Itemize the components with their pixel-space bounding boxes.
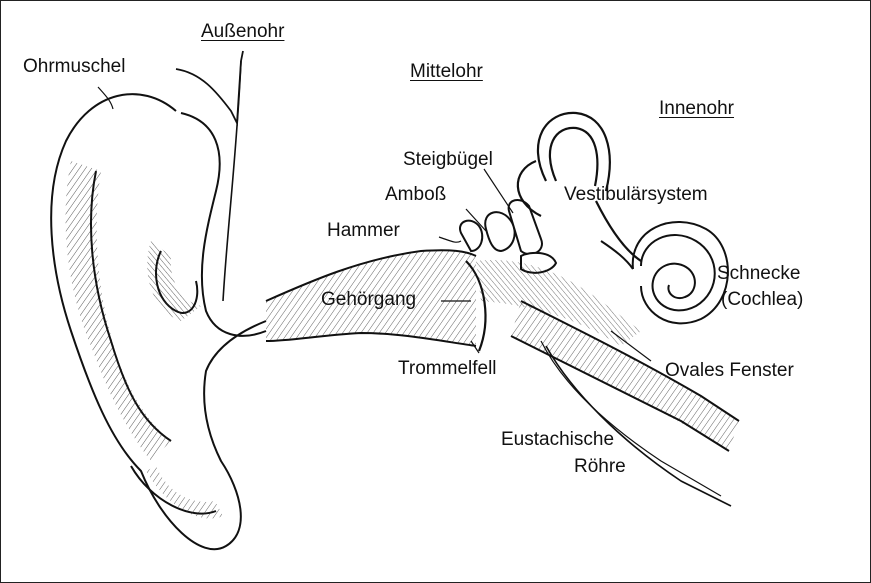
section-outer-ear: Außenohr	[201, 21, 284, 43]
label-cochlea: Schnecke	[717, 263, 800, 285]
pinna-shading	[66, 161, 223, 519]
cochlea-shape	[601, 222, 728, 323]
label-eustachian-tube: Eustachische	[501, 429, 614, 451]
outer-ear-boundary	[223, 61, 241, 301]
label-eustachian-tube-2: Röhre	[574, 456, 626, 478]
label-eardrum: Trommelfell	[398, 358, 497, 380]
label-ear-canal: Gehörgang	[321, 289, 416, 311]
label-oval-window: Ovales Fenster	[665, 360, 794, 382]
section-inner-ear: Innenohr	[659, 98, 734, 120]
section-middle-ear: Mittelohr	[410, 61, 483, 83]
outer-ear-divider	[176, 51, 243, 123]
label-hammer: Hammer	[327, 220, 400, 242]
label-pinna: Ohrmuschel	[23, 56, 125, 78]
label-stirrup: Steigbügel	[403, 149, 493, 171]
label-vestibular: Vestibulärsystem	[564, 184, 708, 206]
label-anvil: Amboß	[385, 184, 446, 206]
label-cochlea-latin: (Cochlea)	[721, 289, 803, 311]
